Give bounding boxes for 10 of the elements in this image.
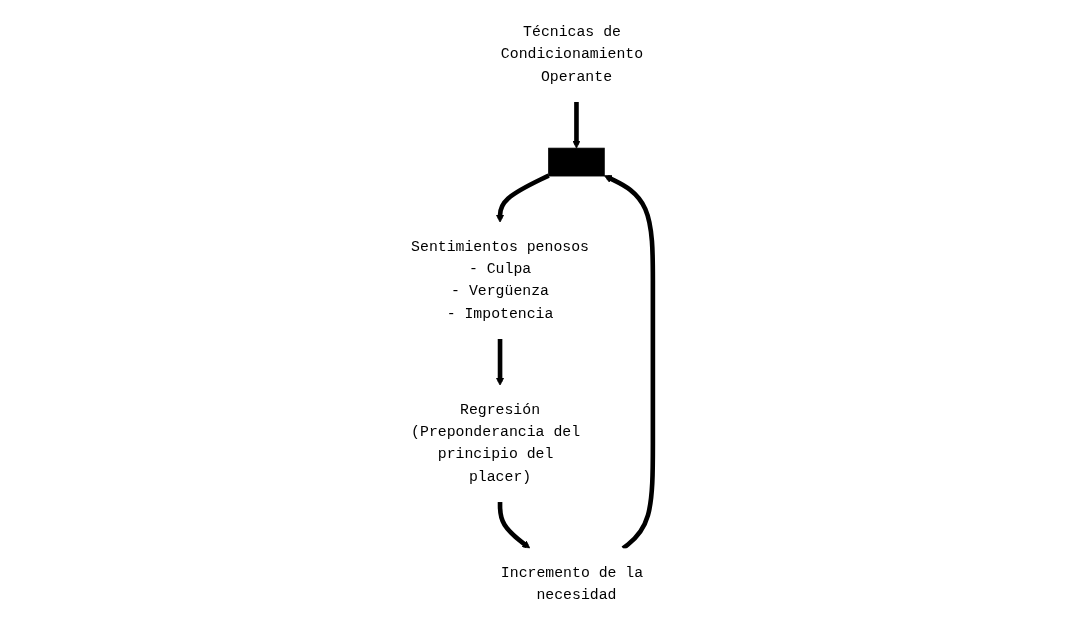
arrow bbox=[497, 502, 531, 549]
arrow bbox=[604, 175, 656, 551]
arrow bbox=[572, 101, 581, 149]
node-text: Técnicas de Condicionamiento Operante bbox=[501, 24, 644, 86]
arrow bbox=[496, 173, 550, 223]
node-text: Regresión (Preponderancia del principio del placer) bbox=[411, 401, 581, 486]
arrow bbox=[496, 339, 505, 386]
node-bar bbox=[548, 147, 605, 177]
node-text: Sentimientos penosos - Culpa - Vergüenza - Impotencia bbox=[411, 238, 590, 323]
node-text: Incremento de la necesidad bbox=[501, 565, 644, 604]
